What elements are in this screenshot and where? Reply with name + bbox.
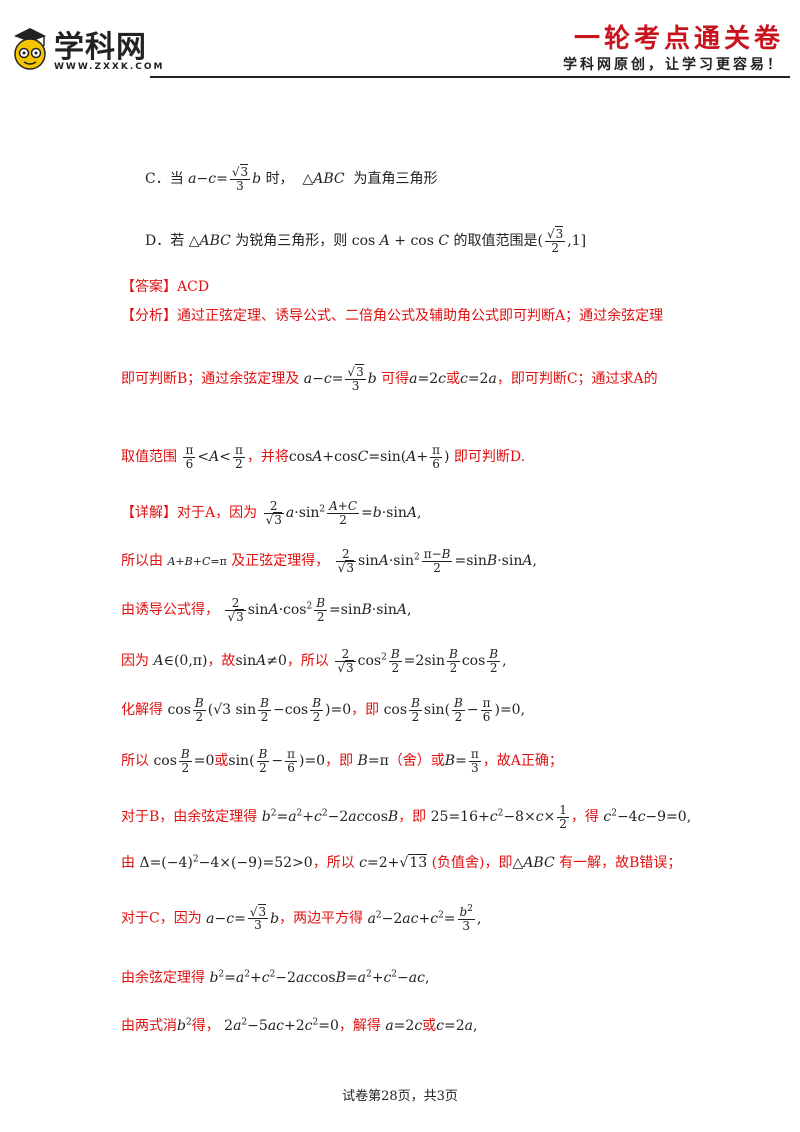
option-d: D．若 △ABC 为锐角三角形，则 cos A + cos C 的取值范围是(√… [145, 226, 587, 255]
detail-line-11: 由两式消b2得， 2a2−5ac+2c2=0，解得 a=2c或c=2a, [121, 1017, 478, 1034]
detail-line-7: 对于B，由余弦定理得 b2=a2+c2−2accosB，即 25=16+c2−8… [121, 803, 692, 831]
header-title: 一轮考点通关卷 [573, 24, 784, 54]
answer: 【答案】ACD [121, 279, 210, 295]
logo-url: WWW.ZXXK.COM [54, 62, 165, 72]
logo: 学科网 WWW.ZXXK.COM [10, 18, 190, 78]
detail-line-8: 由 Δ=(−4)2−4×(−9)=52>0，所以 c=2+√13 (负值舍)，即… [121, 854, 682, 871]
header-subtitle: 学科网原创，让学习更容易！ [563, 57, 784, 73]
page-footer: 试卷第28页，共3页 [342, 1089, 458, 1104]
logo-text: 学科网 [54, 30, 147, 65]
analysis-line-1: 【分析】通过正弦定理、诱导公式、二倍角公式及辅助角公式即可判断A；通过余弦定理 [121, 308, 664, 324]
detail-line-10: 由余弦定理得 b2=a2+c2−2accosB=a2+c2−ac, [121, 969, 430, 986]
mascot-icon [14, 28, 46, 70]
header-divider [150, 76, 790, 78]
